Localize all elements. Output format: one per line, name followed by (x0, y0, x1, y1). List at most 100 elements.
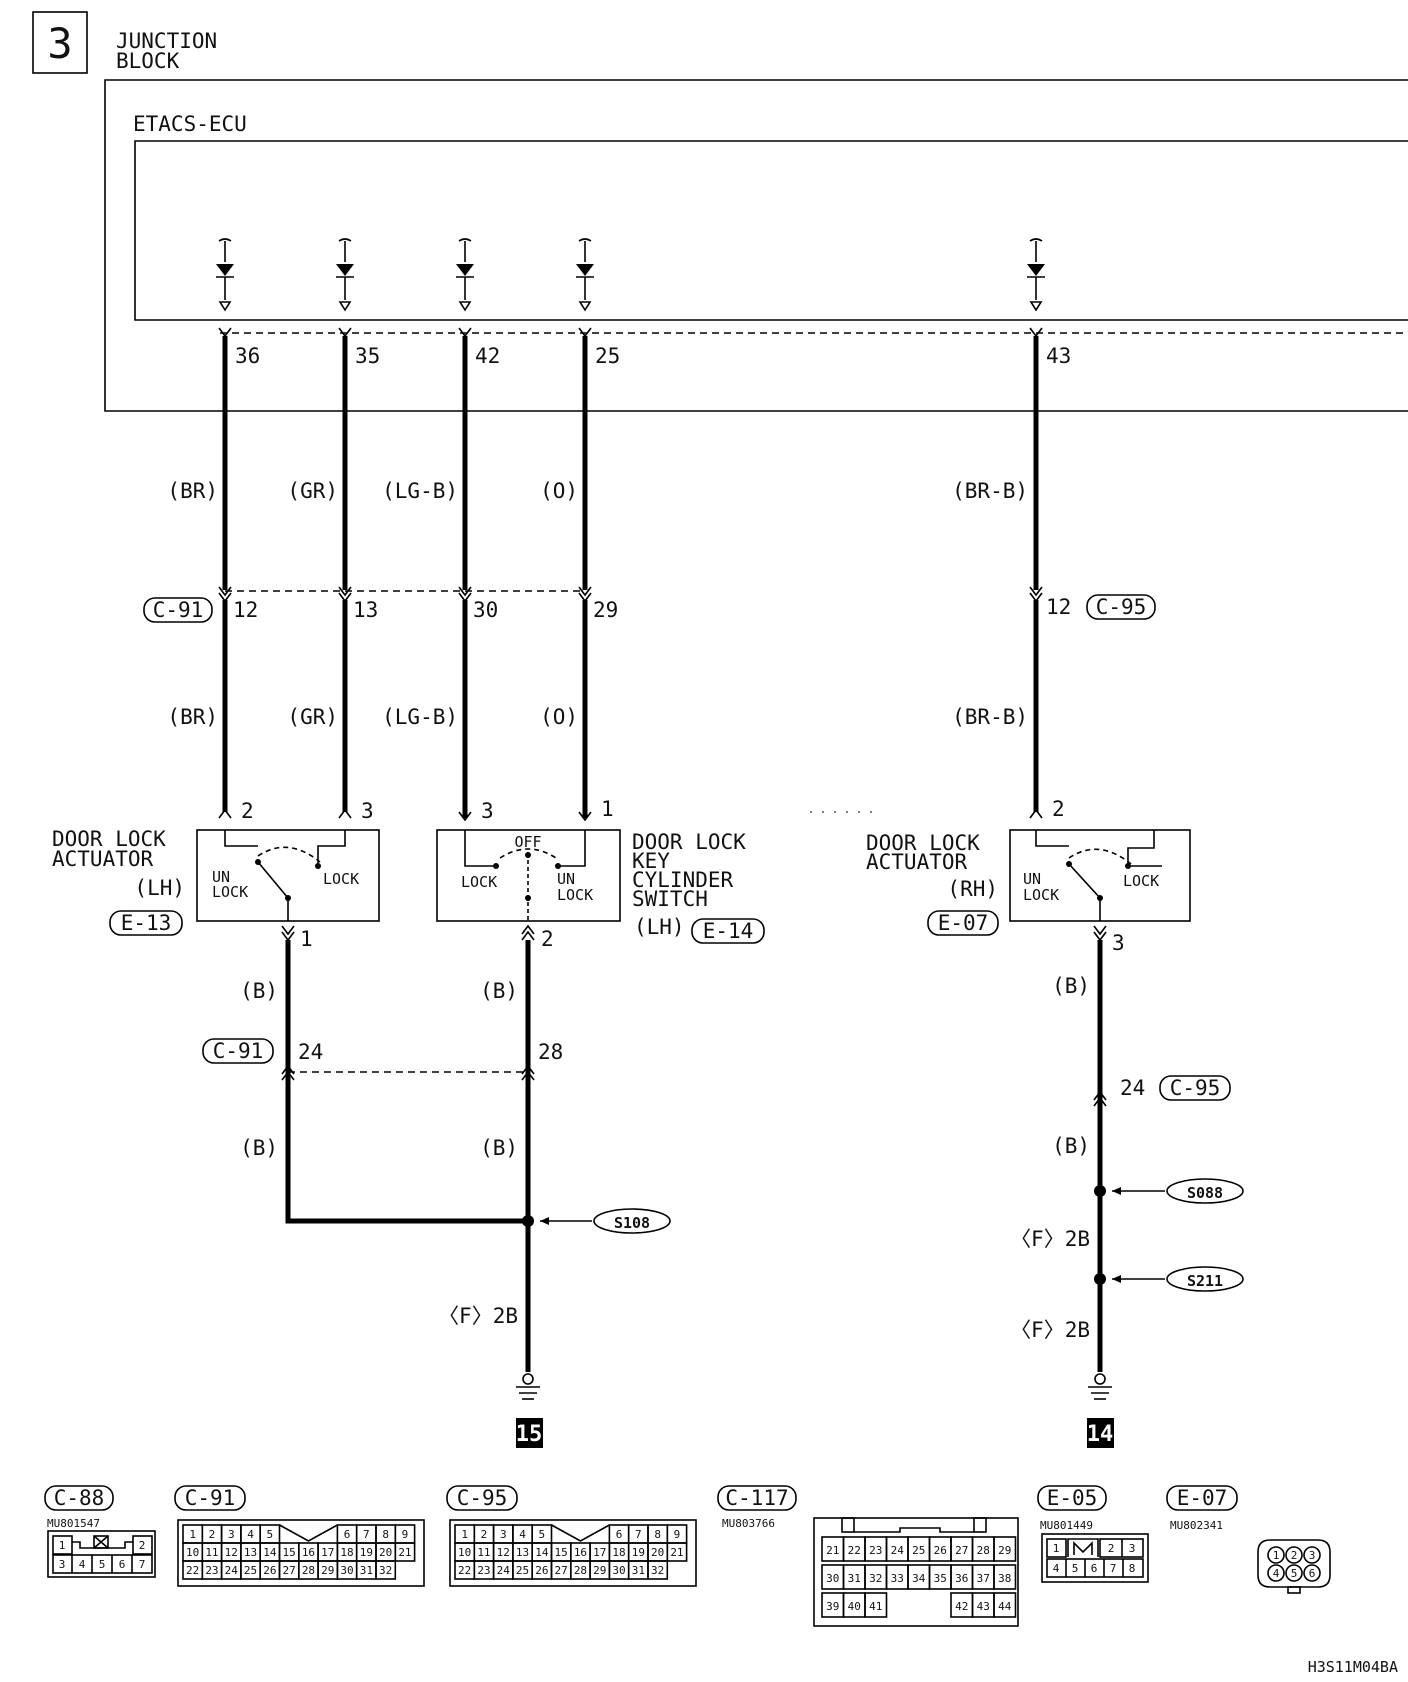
splice-s108 (593, 1208, 671, 1234)
e07-face-pin-circle (1303, 1546, 1321, 1564)
ecu-pin-mark (338, 327, 352, 338)
wire-color-br-b-2: (BR-B) (952, 705, 1028, 729)
lh-actuator-unlock: UN (212, 868, 230, 886)
c91-pin-28: 28 (538, 1040, 563, 1064)
c91-face-pin: 30 (340, 1564, 353, 1577)
c95-face-cell (666, 1542, 688, 1562)
key-switch-pin-1: 1 (601, 797, 614, 821)
wire-color-b: (B) (240, 979, 278, 1003)
c95-face-pin: 1 (461, 1528, 468, 1541)
c95-face-key (551, 1524, 610, 1542)
c117-face-pin: 43 (977, 1600, 990, 1613)
c95-face-pin: 19 (632, 1546, 645, 1559)
e07-face-pin-circle (1267, 1564, 1285, 1582)
splice-dot-s108 (522, 1215, 534, 1227)
c95-face-pin: 28 (574, 1564, 587, 1577)
ecu-pin-25: 25 (595, 344, 620, 368)
connector-badge-e13 (109, 910, 183, 936)
c91-face-pin: 25 (244, 1564, 257, 1577)
splice-s088-label: S088 (1187, 1184, 1223, 1202)
part-number-c117: MU803766 (722, 1517, 775, 1530)
c95-face-pin: 31 (632, 1564, 645, 1577)
c91-pin-30: 30 (473, 598, 498, 622)
junction-block-box (104, 79, 1408, 412)
key-switch-title-2: KEY (632, 849, 670, 873)
c91-face-pin: 1 (189, 1528, 196, 1541)
connector-badge-e14 (691, 918, 765, 944)
ground-point-15 (516, 1418, 543, 1448)
rh-actuator-unlock: UN (1023, 870, 1041, 888)
connector-e13-label: E-13 (121, 911, 172, 935)
c91-pin-29: 29 (593, 598, 618, 622)
rh-actuator-title-2: ACTUATOR (866, 850, 968, 874)
c91-face-pin: 4 (247, 1528, 254, 1541)
c91-face-pin: 3 (228, 1528, 235, 1541)
c91-face-pin: 19 (360, 1546, 373, 1559)
key-switch-contacts (464, 830, 586, 921)
wire-color-gr-2: (GR) (287, 705, 338, 729)
c117-face-pin: 38 (998, 1572, 1011, 1585)
splice-s211 (1166, 1266, 1244, 1292)
connector-badge-c117 (717, 1485, 797, 1511)
e05-cell: 8 (1129, 1562, 1136, 1575)
lh-actuator-title-2: ACTUATOR (52, 847, 154, 871)
rh-actuator-pin-3: 3 (1112, 931, 1125, 955)
ecu-pin-mark (458, 327, 472, 338)
c91-face-pin: 22 (186, 1564, 199, 1577)
wire-color-b-4: (B) (480, 1136, 518, 1160)
ground-wire-label-rh-2: 〈F〉2B (1010, 1318, 1090, 1342)
c117-face-pin: 31 (848, 1572, 861, 1585)
wire-color-b-3: (B) (240, 1136, 278, 1160)
rh-actuator-title: DOOR LOCK (866, 831, 980, 855)
c91-face-pin: 17 (321, 1546, 334, 1559)
wire-color-br-2: (BR) (167, 705, 218, 729)
c91-face-pin: 13 (244, 1546, 257, 1559)
c95-face-pin: 17 (593, 1546, 606, 1559)
e07-face-pin: 3 (1309, 1549, 1316, 1562)
pin-mark (1093, 925, 1107, 942)
rh-actuator-pin-2: 2 (1052, 797, 1065, 821)
ground-wire-label-lh: 〈F〉2B (438, 1304, 518, 1328)
c117-face-pin: 24 (891, 1544, 905, 1557)
splice-dot-s088 (1094, 1185, 1106, 1197)
rh-actuator-side: (RH) (947, 877, 998, 901)
connector-badge-c91 (143, 597, 213, 623)
c95-face-cell (647, 1560, 669, 1580)
c95-face-pin: 25 (516, 1564, 529, 1577)
c91-face-pin: 21 (398, 1546, 411, 1559)
e05-cell: 4 (1053, 1562, 1060, 1575)
rh-actuator-switch (1035, 830, 1162, 921)
c95-face-pin: 7 (635, 1528, 642, 1541)
splice-dot-s211 (1094, 1273, 1106, 1285)
c91-face-pin: 5 (267, 1528, 274, 1541)
ecu-pin-mark (1029, 327, 1043, 338)
junction-block-label: JUNCTION (116, 29, 217, 53)
c95-face-pin: 5 (539, 1528, 546, 1541)
e07-face-pin: 2 (1291, 1549, 1298, 1562)
connector-c88-label: C-88 (54, 1486, 105, 1510)
c91-face-pin: 29 (321, 1564, 334, 1577)
c88-cell: 5 (99, 1558, 106, 1571)
ecu-diode-43 (1027, 238, 1045, 312)
e07-face-pin: 4 (1273, 1567, 1280, 1580)
c91-face-pin: 32 (379, 1564, 392, 1577)
c95-face-pin: 14 (535, 1546, 549, 1559)
c95-pin-24: 24 (1120, 1076, 1145, 1100)
key-switch-title: DOOR LOCK (632, 830, 746, 854)
key-switch-pin-3: 3 (481, 799, 494, 823)
c95-face-pin: 16 (574, 1546, 587, 1559)
connector-c95-label-lower: C-95 (1170, 1076, 1221, 1100)
c95-face-pin: 23 (477, 1564, 490, 1577)
wire-color-lg-b: (LG-B) (382, 479, 458, 503)
connector-c91-label: C-91 (153, 598, 204, 622)
c91-face-pin: 11 (205, 1546, 218, 1559)
pin-mark (1029, 808, 1043, 819)
c95-face-pin: 10 (458, 1546, 471, 1559)
c91-pin-13: 13 (353, 598, 378, 622)
key-switch-side: (LH) (634, 915, 685, 939)
c117-face-pin: 42 (955, 1600, 968, 1613)
e05-cell: 7 (1110, 1562, 1117, 1575)
c91-face-pin: 23 (205, 1564, 218, 1577)
ecu-pin-mark (578, 327, 592, 338)
